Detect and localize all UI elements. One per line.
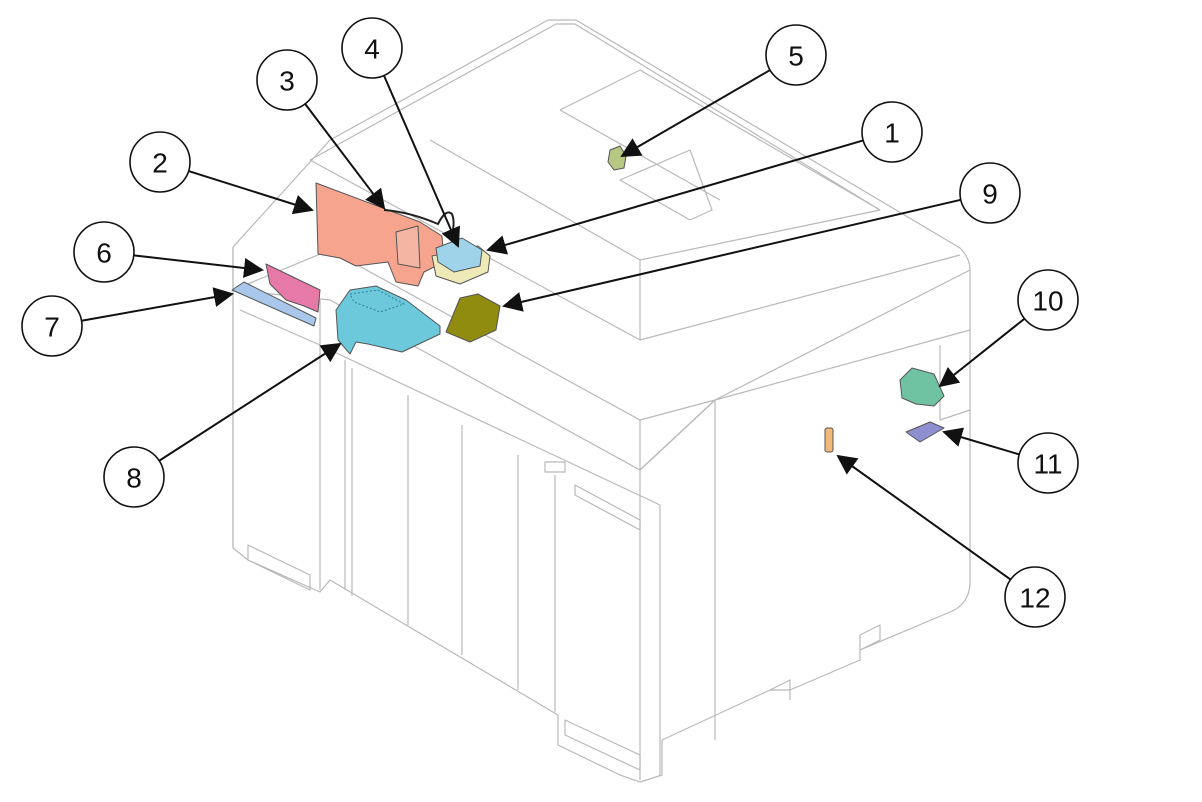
part-11-shape bbox=[905, 421, 945, 443]
leader-line-5 bbox=[620, 69, 771, 158]
callout-11: 11 bbox=[942, 427, 1079, 494]
leader-line-6 bbox=[133, 254, 264, 278]
leader-line-10 bbox=[938, 317, 1026, 388]
leader-line-9 bbox=[502, 198, 962, 312]
leader-line-8 bbox=[158, 342, 342, 462]
leader-line-3 bbox=[304, 103, 386, 210]
callout-3: 3 bbox=[256, 49, 386, 210]
callout-label-12: 12 bbox=[1019, 583, 1050, 614]
part-6 bbox=[265, 263, 321, 313]
part-12-shape bbox=[824, 427, 834, 453]
part-8 bbox=[335, 285, 441, 355]
callout-label-4: 4 bbox=[364, 34, 380, 65]
callout-label-3: 3 bbox=[279, 66, 295, 97]
callout-circle-10 bbox=[1017, 269, 1079, 331]
part-5 bbox=[607, 145, 627, 171]
callout-1: 1 bbox=[486, 101, 923, 255]
part-10 bbox=[899, 367, 945, 407]
callout-label-5: 5 bbox=[788, 41, 804, 72]
leader-line-2 bbox=[188, 170, 314, 215]
part-9-shape bbox=[445, 293, 501, 343]
leader-line-7 bbox=[81, 287, 234, 322]
callout-label-11: 11 bbox=[1033, 449, 1062, 480]
callout-2: 2 bbox=[129, 131, 314, 215]
callout-label-2: 2 bbox=[152, 148, 168, 179]
callout-circle-3 bbox=[256, 49, 318, 111]
callout-7: 7 bbox=[21, 287, 234, 357]
callout-9: 9 bbox=[502, 162, 1021, 312]
callout-circle-1 bbox=[861, 101, 923, 163]
callout-circle-7 bbox=[21, 295, 83, 357]
callout-label-8: 8 bbox=[126, 463, 142, 494]
part-9 bbox=[445, 293, 501, 343]
callout-label-7: 7 bbox=[44, 312, 60, 343]
callout-circle-6 bbox=[73, 221, 135, 283]
callout-label-9: 9 bbox=[982, 179, 998, 210]
callout-4: 4 bbox=[341, 17, 461, 248]
callout-circle-2 bbox=[129, 131, 191, 193]
part-3 bbox=[383, 209, 455, 241]
callout-circle-5 bbox=[765, 24, 827, 86]
part-5-shape bbox=[607, 145, 627, 171]
part-11 bbox=[905, 421, 945, 443]
leader-line-12 bbox=[836, 454, 1012, 581]
part-12 bbox=[824, 427, 834, 453]
part-2 bbox=[315, 182, 445, 287]
callout-circle-4 bbox=[341, 17, 403, 79]
part-6-shape bbox=[265, 263, 321, 313]
callout-circle-8 bbox=[103, 446, 165, 508]
callout-circle-9 bbox=[959, 162, 1021, 224]
callout-label-10: 10 bbox=[1032, 286, 1063, 317]
part-7-shape bbox=[231, 281, 317, 327]
part-8-shape bbox=[335, 285, 441, 355]
callout-circle-11 bbox=[1017, 432, 1079, 494]
callout-8: 8 bbox=[103, 342, 342, 508]
callout-6: 6 bbox=[73, 221, 264, 283]
leader-line-11 bbox=[942, 427, 1020, 456]
part-7 bbox=[231, 281, 317, 327]
leader-line-1 bbox=[486, 139, 864, 255]
machine-body-outline bbox=[232, 19, 971, 783]
callout-5: 5 bbox=[620, 24, 827, 158]
callout-10: 10 bbox=[938, 269, 1079, 388]
leader-line-4 bbox=[383, 75, 461, 248]
callout-label-6: 6 bbox=[96, 238, 112, 269]
callout-label-1: 1 bbox=[884, 118, 900, 149]
part-10-shape bbox=[899, 367, 945, 407]
callout-12: 12 bbox=[836, 454, 1066, 628]
callout-circle-12 bbox=[1004, 566, 1066, 628]
